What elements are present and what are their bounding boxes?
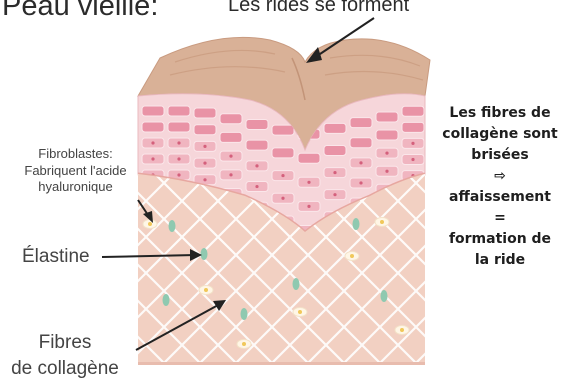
elastin-node (353, 218, 360, 230)
collagen-label: Fibres de collagène (10, 330, 120, 381)
elastin-node (169, 220, 176, 232)
cell-nucleus (177, 157, 180, 160)
cell-nucleus (203, 178, 206, 181)
epidermis-cell (376, 112, 398, 122)
elastin-node (381, 290, 388, 302)
epidermis-cell (168, 106, 190, 116)
cell-nucleus (255, 185, 258, 188)
epidermis-cell (402, 122, 424, 132)
cell-nucleus (203, 162, 206, 165)
right-arrow-icon: ⇨ (430, 166, 570, 187)
cell-nucleus (411, 142, 414, 145)
fibroblast-nucleus (400, 328, 404, 332)
cell-nucleus (151, 141, 154, 144)
epidermis-cell (298, 153, 320, 163)
fibroblast-nucleus (380, 220, 384, 224)
cell-nucleus (203, 145, 206, 148)
elastin-label: Élastine (22, 245, 90, 269)
cell-nucleus (281, 197, 284, 200)
cell-nucleus (307, 205, 310, 208)
cell-nucleus (359, 181, 362, 184)
cell-nucleus (307, 181, 310, 184)
fibroblast-nucleus (148, 222, 152, 226)
cell-nucleus (177, 141, 180, 144)
epidermis-cell (272, 148, 294, 158)
epidermis-cell (220, 114, 242, 124)
elastin-node (241, 308, 248, 320)
epidermis-cell (168, 122, 190, 132)
epidermis-cell (142, 122, 164, 132)
epidermis-cell (142, 106, 164, 116)
epidermis-cell (246, 119, 268, 129)
cell-nucleus (229, 155, 232, 158)
epidermis-cell (272, 125, 294, 135)
epidermis-cell (324, 145, 346, 155)
cell-nucleus (385, 152, 388, 155)
cell-nucleus (333, 171, 336, 174)
epidermis-cell (324, 123, 346, 133)
explanation-text: Les fibres de collagène sont brisées ⇨ a… (430, 103, 570, 271)
elastin-node (201, 248, 208, 260)
cell-nucleus (229, 173, 232, 176)
cell-nucleus (255, 164, 258, 167)
fibroblast-nucleus (204, 288, 208, 292)
fibroblast-nucleus (350, 254, 354, 258)
epidermis-cell (220, 132, 242, 142)
cell-nucleus (333, 193, 336, 196)
fibroblast-label: Fibroblastes: Fabriquent l'acide hyaluro… (3, 146, 148, 196)
fibroblast-nucleus (242, 342, 246, 346)
cell-nucleus (359, 161, 362, 164)
epidermis-cell (376, 130, 398, 140)
elastin-node (293, 278, 300, 290)
cell-nucleus (177, 173, 180, 176)
epidermis-cell (402, 106, 424, 116)
cell-nucleus (151, 157, 154, 160)
epidermis-cell (350, 118, 372, 128)
fibroblast-nucleus (298, 310, 302, 314)
epidermis-cell (246, 140, 268, 150)
cell-nucleus (385, 170, 388, 173)
elastin-node (163, 294, 170, 306)
epidermis-cell (194, 125, 216, 135)
cell-nucleus (411, 158, 414, 161)
cell-nucleus (281, 174, 284, 177)
epidermis-cell (350, 138, 372, 148)
epidermis-cell (194, 108, 216, 118)
